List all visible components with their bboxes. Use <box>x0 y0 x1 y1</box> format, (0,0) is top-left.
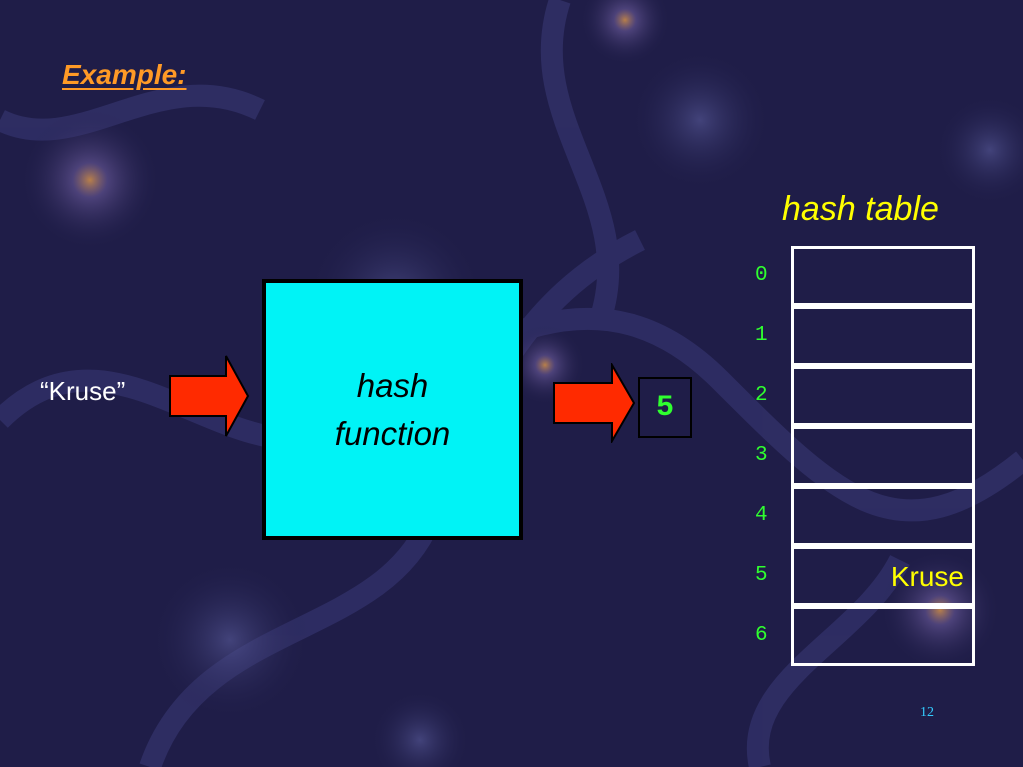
page-number: 12 <box>920 705 934 720</box>
hash-table-cell <box>791 246 975 306</box>
hash-table-index: 3 <box>755 444 768 467</box>
hash-table-cell <box>791 366 975 426</box>
hash-table-cell <box>791 306 975 366</box>
hash-table-cell <box>791 426 975 486</box>
hash-table-index: 1 <box>755 324 768 347</box>
hash-table-index: 5 <box>755 564 768 587</box>
input-arrow <box>169 355 250 437</box>
hash-table-index: 6 <box>755 624 768 647</box>
hash-result-box: 5 <box>638 377 692 438</box>
hash-table-cell: Kruse <box>791 546 975 606</box>
slide-title: Example: <box>62 59 187 90</box>
hash-function-label-line1: hash <box>356 366 429 404</box>
hash-table-index: 4 <box>755 504 768 527</box>
hash-table-index: 2 <box>755 384 768 407</box>
hash-table-index: 0 <box>755 264 768 287</box>
hash-table-cell-value: Kruse <box>890 561 964 592</box>
hash-table-cell <box>791 606 975 666</box>
hash-table-cell <box>791 486 975 546</box>
output-arrow <box>553 363 636 443</box>
hash-table-caption: hash table <box>782 190 939 228</box>
hash-function-label-line2: function <box>334 414 451 452</box>
input-key-label: “Kruse” <box>40 376 126 406</box>
hash-function-box: hash function <box>262 279 523 540</box>
